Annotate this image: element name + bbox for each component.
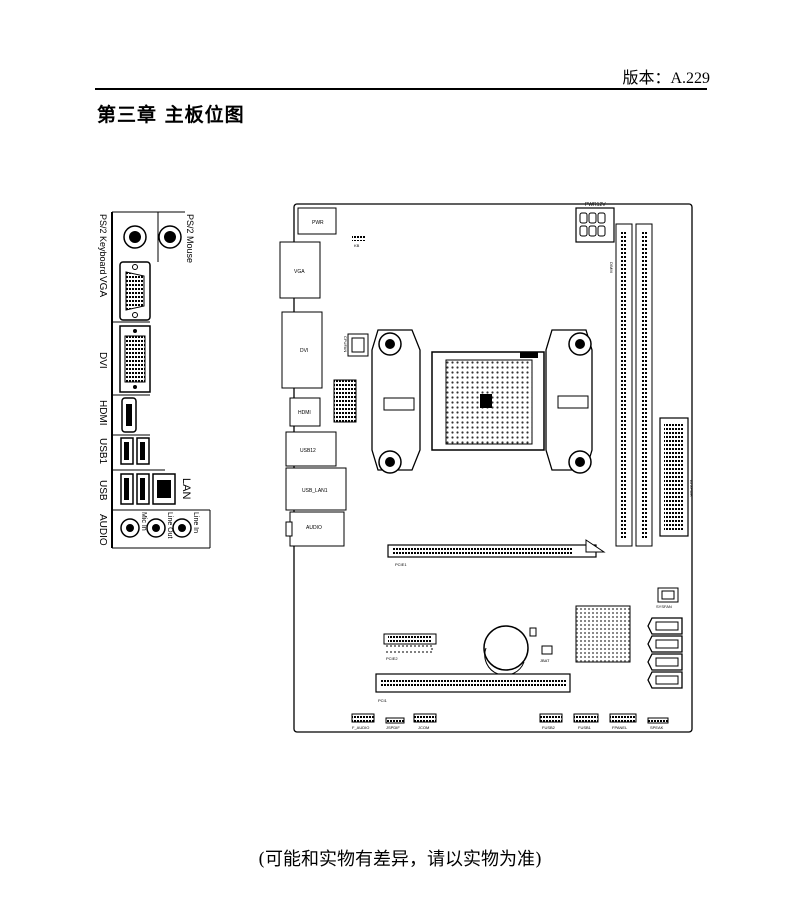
motherboard: PWR KB VGA DVI HDMI USB12 USB_LAN1 AUDIO…	[279, 202, 694, 733]
atx24-connector	[659, 417, 689, 537]
pin-header-block	[333, 379, 357, 423]
chipset-heatsink	[575, 605, 631, 663]
bottom-headers	[351, 713, 669, 724]
board-label-usb12: USB12	[300, 448, 316, 454]
board-label-atx12v: PWR12V	[585, 202, 606, 208]
chapter-title: 第三章 主板位图	[97, 104, 245, 126]
board-label-pwr: PWR	[312, 220, 324, 226]
audio-block	[289, 511, 345, 547]
kb-header	[352, 236, 366, 241]
board-label-pcie1: PCIE1	[395, 562, 407, 567]
atx12v-connector	[575, 207, 615, 243]
io-label-usb1: USB1	[97, 438, 108, 465]
io-label-dvi: DVI	[97, 352, 108, 369]
ps2-keyboard-port	[123, 225, 147, 249]
version-label: 版本：A.229	[622, 70, 710, 87]
dimm-slots	[615, 223, 653, 547]
board-label-jspdif: JSPDIF	[386, 725, 400, 730]
io-label-ps2-mouse: PS/2 Mouse	[185, 214, 195, 263]
board-label-jcom: JCOM	[418, 725, 429, 730]
board-label-jbat: JBAT	[540, 658, 550, 663]
hdmi-port	[121, 397, 137, 433]
sysfan-header	[657, 587, 679, 603]
board-label-audio: AUDIO	[306, 525, 322, 531]
ps2-mouse-port	[158, 225, 182, 249]
board-label-atx: ATXPWR	[689, 480, 694, 497]
board-label-spk: SPEAK	[650, 725, 664, 730]
hdmi-block	[289, 397, 321, 427]
pwr-block	[297, 207, 337, 235]
io-label-hdmi: HDMI	[97, 400, 108, 426]
pcie1-slot	[387, 539, 606, 558]
board-label-cpufan: CPUFAN	[343, 336, 348, 352]
header-divider	[95, 88, 707, 90]
board-label-dimm: DIMM	[609, 262, 614, 273]
caption: (可能和实物有差异，请以实物为准)	[257, 849, 543, 870]
io-label-mic-in: Mic In	[140, 512, 147, 531]
usb1-ports	[120, 437, 150, 465]
audio-jacks	[120, 518, 192, 538]
board-label-sysfan: SYSFAN	[656, 604, 672, 609]
vga-block	[279, 241, 321, 299]
io-label-ps2-keyboard: PS/2 Keyboard	[98, 214, 108, 275]
dvi-port	[119, 325, 151, 393]
usb12-block	[285, 431, 337, 467]
board-label-usb-lan: USB_LAN1	[302, 488, 328, 494]
io-label-line-out: Line Out	[166, 512, 173, 539]
board-label-kb: KB	[354, 243, 360, 248]
io-label-line-in: Line In	[192, 512, 199, 533]
cpu-socket	[431, 351, 545, 451]
board-label-f-audio: F_AUDIO	[352, 725, 369, 730]
board-label-pci1: PCI1	[378, 698, 388, 703]
board-label-hdmi: HDMI	[298, 410, 311, 416]
board-label-fusb2: FUSB2	[542, 725, 556, 730]
vga-port	[119, 261, 151, 321]
io-label-vga: VGA	[97, 276, 108, 297]
cpufan-header	[347, 333, 369, 357]
board-label-fpanel: FPANEL	[612, 725, 628, 730]
board-label-vga: VGA	[294, 269, 305, 275]
usb-lan-ports	[120, 473, 176, 505]
io-label-lan: LAN	[180, 478, 192, 499]
cpu-retention-right	[545, 329, 593, 474]
cmos-battery	[483, 625, 553, 676]
board-label-dvi: DVI	[300, 348, 308, 354]
pci1-slot	[375, 673, 571, 693]
usb-lan-block	[285, 467, 347, 511]
io-label-usb: USB	[97, 480, 108, 501]
board-label-fusb1: FUSB1	[578, 725, 592, 730]
cpu-retention-left	[371, 329, 421, 474]
io-label-audio: AUDIO	[97, 514, 108, 546]
sata-ports	[647, 617, 683, 689]
board-label-pcie2: PCIE2	[386, 656, 398, 661]
dvi-block	[281, 311, 323, 389]
pcie2-slot	[383, 633, 437, 653]
io-panel: PS/2 Keyboard PS/2 Mouse VGA DVI HDMI	[97, 211, 211, 549]
